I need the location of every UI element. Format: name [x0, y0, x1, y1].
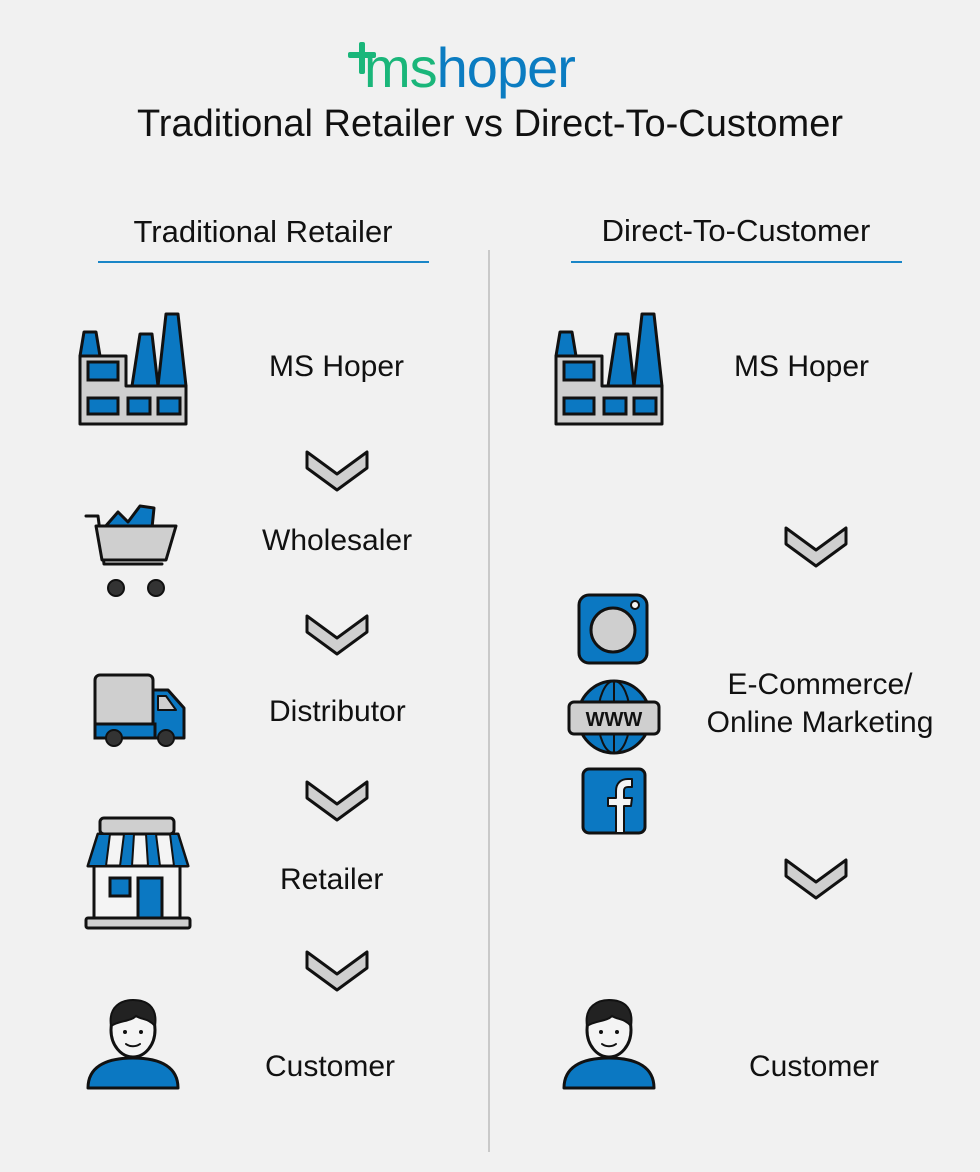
- delivery-truck-icon: [93, 673, 186, 747]
- logo-plus-icon: [348, 42, 376, 74]
- factory-icon: [78, 312, 188, 426]
- facebook-icon: [581, 767, 647, 835]
- storefront-icon: [84, 816, 192, 930]
- page-title: Traditional Retailer vs Direct-To-Custom…: [136, 103, 843, 145]
- chevron-down-icon: [305, 780, 369, 822]
- logo-text-ms: ms: [364, 36, 438, 99]
- chevron-down-icon: [784, 858, 848, 900]
- www-globe-icon: WWW: [567, 679, 661, 755]
- chevron-down-icon: [305, 614, 369, 656]
- left-heading-underline: [98, 261, 429, 263]
- right-heading-underline: [571, 261, 902, 263]
- brand-logo: mshoper: [0, 18, 980, 98]
- instagram-icon: [577, 593, 649, 665]
- right-column-heading: Direct-To-Customer: [601, 213, 871, 248]
- right-step-ms-hoper: MS Hoper: [734, 350, 870, 383]
- left-step-customer: Customer: [265, 1050, 396, 1083]
- left-step-ms-hoper: MS Hoper: [269, 350, 405, 383]
- chevron-down-icon: [784, 526, 848, 568]
- chevron-down-icon: [305, 950, 369, 992]
- person-icon: [86, 998, 180, 1090]
- chevron-down-icon: [305, 450, 369, 492]
- left-step-distributor: Distributor: [269, 695, 406, 728]
- column-divider: [488, 250, 490, 1152]
- left-step-retailer: Retailer: [280, 863, 384, 896]
- factory-icon: [554, 312, 664, 426]
- right-step-online-marketing: Online Marketing: [706, 706, 934, 739]
- svg-text:WWW: WWW: [586, 709, 643, 731]
- right-step-ecommerce: E-Commerce/: [727, 668, 913, 701]
- shopping-cart-icon: [84, 504, 178, 597]
- left-step-wholesaler: Wholesaler: [262, 524, 413, 557]
- right-step-customer: Customer: [749, 1050, 880, 1083]
- person-icon: [562, 998, 656, 1090]
- logo-text-hoper: hoper: [436, 36, 576, 99]
- left-column-heading: Traditional Retailer: [133, 214, 393, 249]
